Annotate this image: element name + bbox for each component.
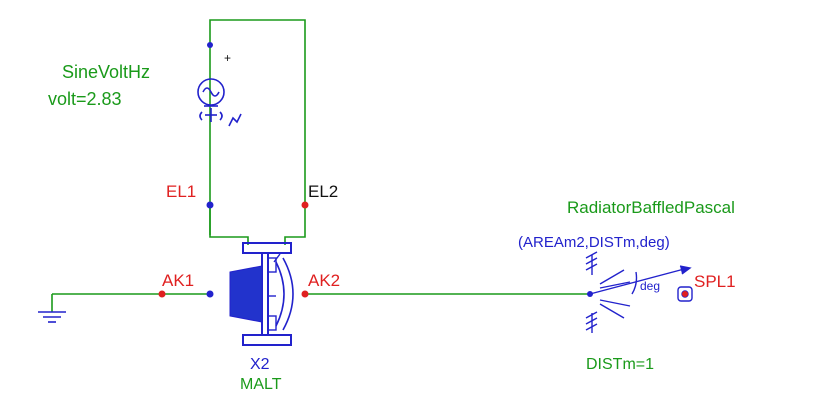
wires bbox=[51, 19, 590, 312]
node-label-ak1: AK1 bbox=[162, 271, 195, 290]
node-label-ak2: AK2 bbox=[308, 271, 341, 290]
radiator-icon[interactable] bbox=[585, 251, 693, 333]
radiator-angle-label: deg bbox=[640, 279, 660, 293]
wire-el2-down[interactable] bbox=[284, 205, 306, 245]
source-name-label: SineVoltHz bbox=[62, 62, 151, 82]
node-dot-top[interactable] bbox=[207, 42, 213, 48]
speaker-driver-icon[interactable] bbox=[229, 242, 294, 346]
source-plus-sign: + bbox=[224, 51, 231, 65]
sine-source-icon[interactable] bbox=[197, 78, 242, 127]
node-dots bbox=[158, 42, 688, 298]
ground-icon bbox=[38, 311, 66, 323]
node-dot-radiator[interactable] bbox=[587, 291, 593, 297]
node-dot-ak1-pin[interactable] bbox=[206, 290, 214, 298]
driver-model-label: MALT bbox=[240, 376, 282, 393]
radiator-dist-label: DISTm=1 bbox=[586, 356, 655, 373]
wire-el1-down[interactable] bbox=[209, 205, 249, 245]
node-dot-ak2[interactable] bbox=[301, 290, 309, 298]
node-dot-ak1[interactable] bbox=[158, 290, 166, 298]
node-label-el2: EL2 bbox=[308, 182, 339, 201]
node-dot-spl1[interactable] bbox=[682, 291, 688, 297]
wire-top-loop[interactable] bbox=[209, 19, 306, 205]
radiator-name-label: RadiatorBaffledPascal bbox=[567, 198, 735, 217]
node-dot-el1[interactable] bbox=[206, 201, 214, 209]
node-label-spl1: SPL1 bbox=[694, 272, 736, 291]
node-dot-el2[interactable] bbox=[301, 201, 309, 209]
node-label-el1: EL1 bbox=[166, 182, 197, 201]
source-param-label: volt=2.83 bbox=[48, 89, 122, 109]
driver-ref-label: X2 bbox=[250, 356, 270, 373]
radiator-params-label: (AREAm2,DISTm,deg) bbox=[518, 234, 670, 251]
